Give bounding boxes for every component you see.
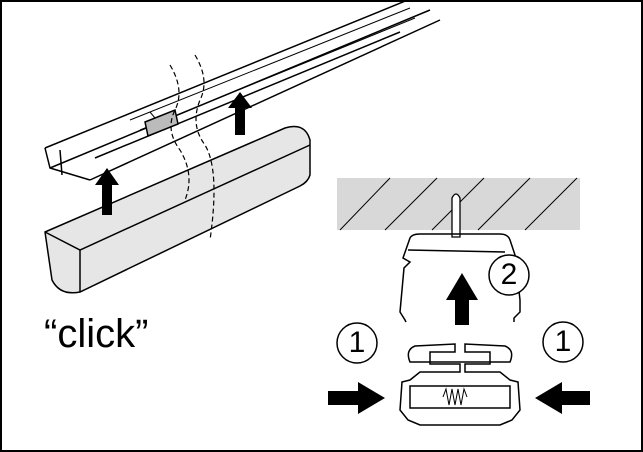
step-circle-1-left bbox=[336, 322, 378, 364]
up-arrow-icon bbox=[446, 273, 478, 325]
mounting-bracket bbox=[399, 233, 521, 323]
click-label: “click” bbox=[44, 312, 149, 356]
luminaire-cover bbox=[44, 125, 311, 294]
step-1-left-label: 1 bbox=[348, 326, 366, 359]
step-1-right-label: 1 bbox=[554, 325, 572, 358]
up-arrow-icon bbox=[228, 92, 252, 135]
left-arrow-icon bbox=[535, 382, 590, 414]
up-arrow-icon bbox=[95, 168, 119, 215]
step-2-label: 2 bbox=[500, 258, 518, 291]
luminaire-track bbox=[44, 0, 441, 181]
ceiling-anchor bbox=[451, 193, 461, 238]
spring-clip bbox=[399, 343, 521, 426]
break-marks bbox=[169, 54, 215, 241]
step-circle-1-right bbox=[542, 321, 584, 363]
step-circle-2 bbox=[488, 254, 530, 296]
right-arrow-icon bbox=[328, 382, 385, 414]
